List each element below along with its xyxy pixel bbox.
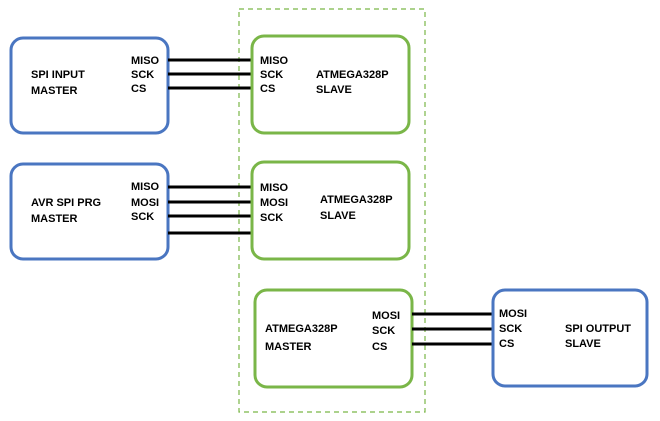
spi-input-master-pin-cs: CS	[131, 83, 146, 95]
avr-master-pin-miso: MISO	[131, 181, 160, 193]
slave1-title-2: SLAVE	[316, 84, 352, 96]
avr-master-pin-mosi: MOSI	[131, 197, 159, 209]
slave2-pin-mosi: MOSI	[260, 197, 288, 209]
spi-output-pin-sck: SCK	[499, 323, 522, 335]
avr-master-pin-sck: SCK	[131, 211, 154, 223]
slave2-title-2: SLAVE	[320, 210, 356, 222]
spi-input-master-pin-sck: SCK	[131, 69, 154, 81]
slave1-pin-cs: CS	[260, 83, 275, 95]
atmega-group-dashed-outline	[238, 8, 426, 413]
slave2-title-1: ATMEGA328P	[320, 194, 393, 206]
spi-input-master-title-2: MASTER	[31, 85, 78, 97]
spi-output-pin-cs: CS	[499, 338, 514, 350]
avr-master-title-2: MASTER	[31, 213, 78, 225]
atmega-slave-1-box	[250, 34, 411, 135]
slave2-pin-sck: SCK	[260, 212, 283, 224]
slave1-pin-miso: MISO	[260, 55, 289, 67]
master3-title-2: MASTER	[265, 341, 312, 353]
spi-output-title-2: SLAVE	[565, 338, 601, 350]
slave2-pin-miso: MISO	[260, 182, 289, 194]
avr-spi-prg-master-box	[9, 162, 170, 261]
slave1-pin-sck: SCK	[260, 69, 283, 81]
spi-output-title-1: SPI OUTPUT	[565, 323, 631, 335]
row1-bus-wires	[168, 58, 252, 90]
spi-input-master-title-1: SPI INPUT	[31, 69, 85, 81]
avr-master-title-1: AVR SPI PRG	[31, 197, 101, 209]
spi-output-slave-box	[491, 288, 649, 388]
master3-pin-sck: SCK	[372, 325, 395, 337]
spi-input-master-box	[9, 36, 170, 135]
row2-bus-wires	[168, 185, 252, 235]
row3-bus-wires	[412, 312, 493, 346]
master3-title-1: ATMEGA328P	[265, 323, 338, 335]
master3-pin-mosi: MOSI	[372, 310, 400, 322]
slave1-title-1: ATMEGA328P	[316, 69, 389, 81]
spi-output-pin-mosi: MOSI	[499, 308, 527, 320]
spi-input-master-pin-miso: MISO	[131, 55, 160, 67]
master3-pin-cs: CS	[372, 341, 387, 353]
atmega-master-3-box	[253, 288, 414, 389]
atmega-slave-2-box	[250, 160, 411, 261]
